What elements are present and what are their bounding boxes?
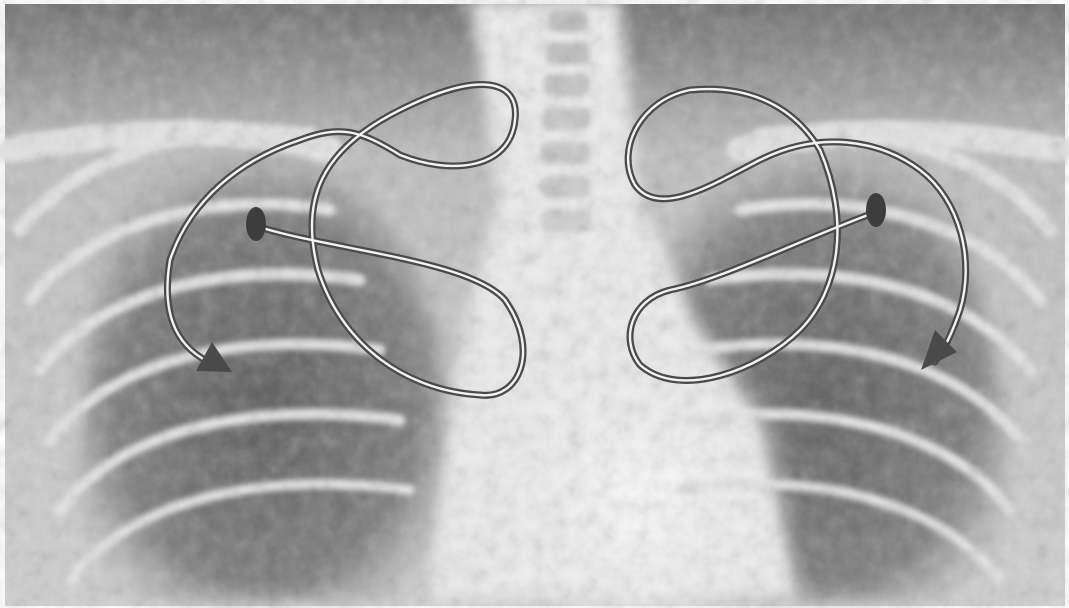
right-electrode-marker xyxy=(866,193,886,227)
film-grain xyxy=(5,4,1065,606)
left-electrode-marker xyxy=(246,207,266,241)
